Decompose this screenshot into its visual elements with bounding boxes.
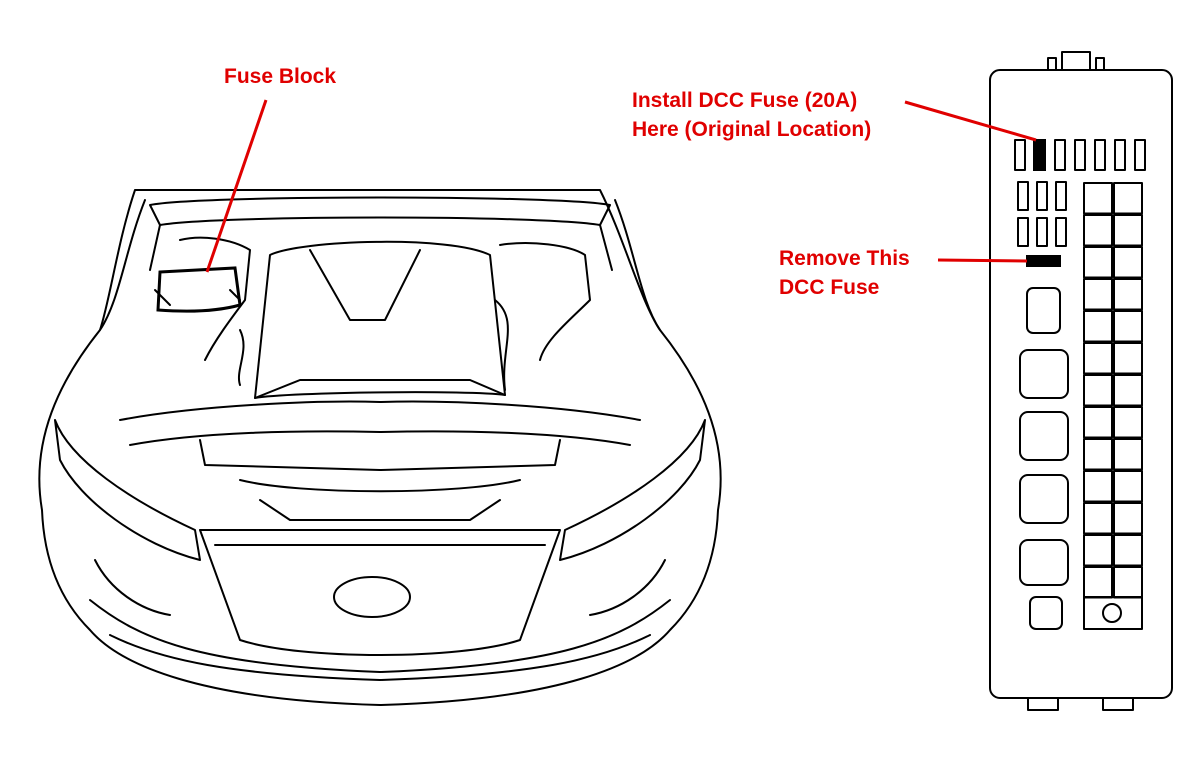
fuse-cell	[1083, 406, 1113, 439]
fuse-block-label: Fuse Block	[224, 65, 337, 88]
fuse-cell	[1113, 342, 1143, 375]
car-body-outline	[38, 189, 722, 706]
fuse-box-illustration	[989, 51, 1173, 711]
fuse-cell	[1113, 438, 1143, 471]
emblem	[333, 576, 411, 618]
left-headlight	[54, 419, 201, 561]
fuse-cell	[1113, 214, 1143, 247]
remove-fuse-slot	[1026, 255, 1061, 267]
install-fuse-slot	[1033, 139, 1046, 171]
remove-fuse-leader	[937, 258, 1028, 263]
fuse-cell	[1113, 310, 1143, 343]
install-fuse-leader	[904, 100, 1037, 142]
right-headlight	[559, 419, 706, 561]
fuse-cell	[1083, 470, 1113, 503]
fuse-block-leader	[205, 99, 268, 273]
fuse-cell	[1083, 502, 1113, 535]
fuse-cell	[1083, 310, 1113, 343]
fuse-box-housing	[989, 69, 1173, 699]
fuse-cell	[1083, 566, 1113, 599]
fuse-block-in-car	[156, 266, 242, 313]
top-fuse-row	[1014, 139, 1146, 171]
fuse-cell	[1113, 278, 1143, 311]
fuse-grid	[1083, 182, 1143, 599]
fuse-cell	[1113, 502, 1143, 535]
fuse-cell	[1083, 182, 1113, 215]
install-fuse-label-line1: Install DCC Fuse (20A)	[632, 89, 858, 112]
annotation-leaders	[205, 99, 1037, 273]
fuse-cell	[1083, 278, 1113, 311]
fuse-cell	[1083, 214, 1113, 247]
hood-edge	[149, 196, 611, 226]
mini-fuse-columns	[1017, 181, 1067, 247]
fuse-cell	[1113, 246, 1143, 279]
car-illustration	[38, 189, 722, 706]
install-fuse-label-line2: Here (Original Location)	[632, 118, 872, 141]
remove-fuse-label-line2: DCC Fuse	[779, 276, 880, 299]
fuse-cell	[1083, 438, 1113, 471]
fuse-cell	[1113, 534, 1143, 567]
fuse-cell	[1083, 534, 1113, 567]
fuse-cell	[1113, 566, 1143, 599]
fuse-cell	[1113, 406, 1143, 439]
fuse-cell	[1083, 374, 1113, 407]
remove-fuse-label-line1: Remove This	[779, 247, 910, 270]
fuse-cell	[1113, 374, 1143, 407]
relay-blocks	[1019, 287, 1069, 630]
fuse-cell	[1113, 470, 1143, 503]
fuse-cell	[1083, 246, 1113, 279]
fuse-cell	[1113, 182, 1143, 215]
grille	[199, 529, 561, 656]
fuse-cell	[1083, 342, 1113, 375]
